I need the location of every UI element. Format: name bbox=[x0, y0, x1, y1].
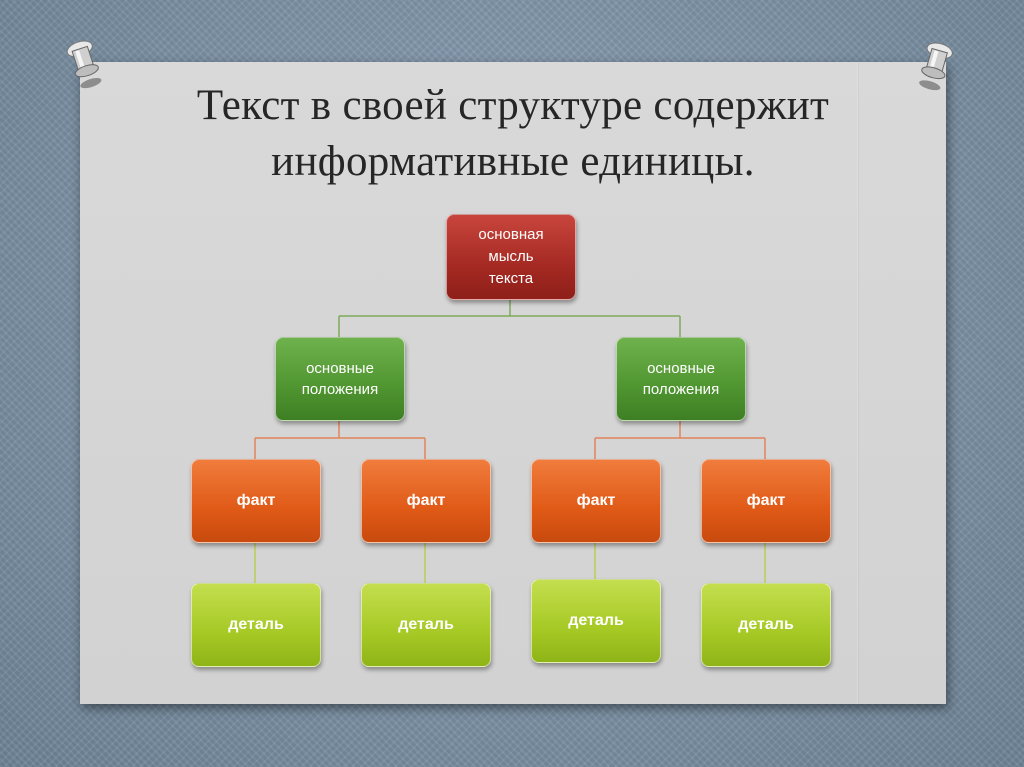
pushpin-icon bbox=[66, 40, 102, 89]
node-detail-3-label: деталь bbox=[568, 612, 624, 629]
node-detail-4: деталь bbox=[701, 583, 831, 667]
node-main-points-2-line-2: положения bbox=[642, 381, 720, 398]
node-main-points-1-line-2: положения bbox=[301, 381, 379, 398]
node-main-idea-line-1: основная bbox=[478, 226, 544, 243]
fact-connectors bbox=[254, 541, 766, 583]
node-fact-4-label: факт bbox=[746, 492, 786, 509]
node-main-idea-line-3: текста bbox=[488, 270, 534, 287]
node-fact-3-label: факт bbox=[576, 492, 616, 509]
node-main-idea-line-2: мысль bbox=[488, 248, 534, 265]
node-main-idea: основная мысль текста bbox=[446, 214, 576, 300]
node-main-points-1: основные положения bbox=[275, 337, 405, 421]
paper-fold bbox=[857, 62, 859, 704]
slide-title: Текст в своей структуре содержит информа… bbox=[80, 78, 946, 190]
node-fact-2-label: факт bbox=[406, 492, 446, 509]
node-detail-2-label: деталь bbox=[398, 616, 454, 633]
root-connectors bbox=[338, 298, 681, 337]
node-detail-3: деталь bbox=[531, 579, 661, 663]
mid-connectors bbox=[254, 419, 766, 459]
node-fact-2: факт bbox=[361, 459, 491, 543]
slide-title-line-1: Текст в своей структуре содержит bbox=[196, 82, 830, 129]
node-fact-3: факт bbox=[531, 459, 661, 543]
node-fact-1: факт bbox=[191, 459, 321, 543]
node-detail-1: деталь bbox=[191, 583, 321, 667]
slide-title-line-2: информативные единицы. bbox=[271, 138, 755, 185]
node-main-points-2-line-1: основные bbox=[647, 360, 715, 377]
pushpin-icon bbox=[919, 42, 953, 91]
node-detail-2: деталь bbox=[361, 583, 491, 667]
node-detail-4-label: деталь bbox=[738, 616, 794, 633]
node-fact-1-label: факт bbox=[236, 492, 276, 509]
node-main-points-2: основные положения bbox=[616, 337, 746, 421]
node-main-points-1-line-1: основные bbox=[306, 360, 374, 377]
node-detail-1-label: деталь bbox=[228, 616, 284, 633]
node-fact-4: факт bbox=[701, 459, 831, 543]
